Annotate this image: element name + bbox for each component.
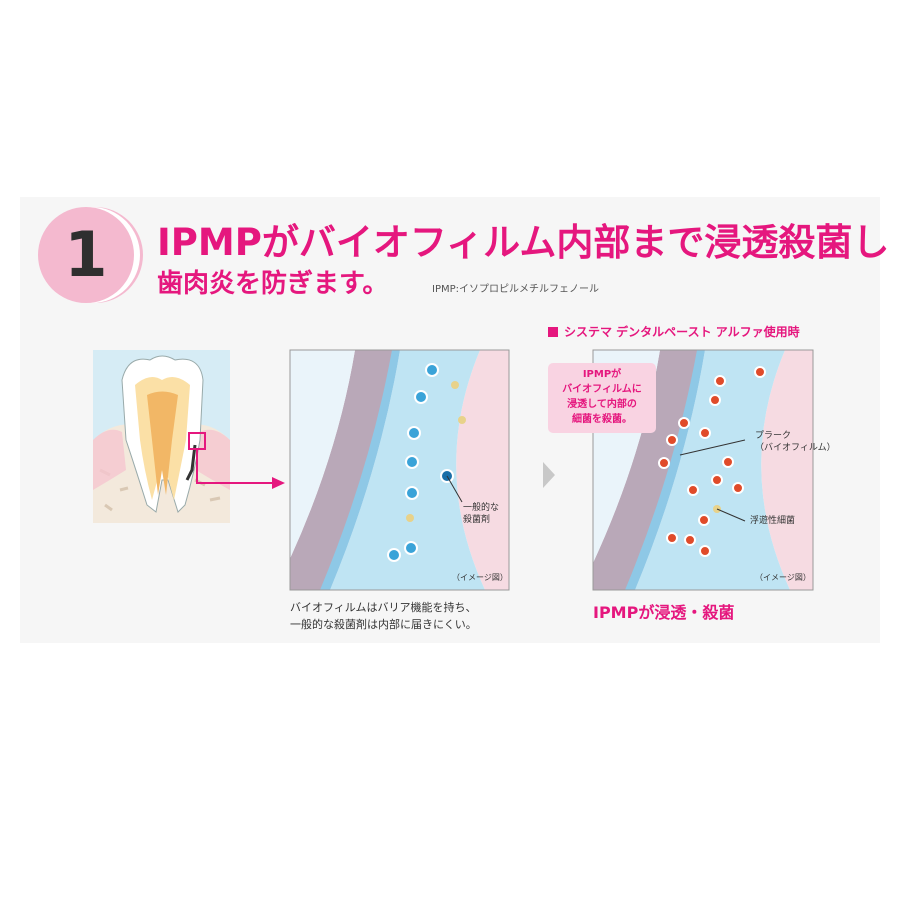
left-cross-section bbox=[289, 349, 510, 591]
heading-line-1: IPMPがバイオフィルム内部まで浸透殺菌し bbox=[157, 221, 890, 264]
right-ipmp-dots bbox=[658, 366, 766, 557]
ipmp-callout: IPMPが バイオフィルムに 浸透して内部の 細菌を殺菌。 bbox=[548, 363, 656, 433]
step-number: 1 bbox=[64, 218, 108, 291]
right-caption: IPMPが浸透・殺菌 bbox=[593, 603, 735, 622]
arrow-right-icon bbox=[543, 462, 555, 488]
ipmp-definition-note: IPMP:イソプロピルメチルフェノール bbox=[432, 284, 600, 295]
arrow-right-icon bbox=[272, 477, 285, 489]
zoom-connector bbox=[196, 449, 275, 484]
left-disinfectant-dots bbox=[387, 363, 466, 562]
tooth-illustration bbox=[93, 350, 230, 523]
left-caption: バイオフィルムはバリア機能を持ち、 一般的な殺菌剤は内部に届きにくい。 bbox=[290, 601, 477, 631]
floating-bacteria-label: 浮遊性細菌 bbox=[750, 516, 796, 526]
usage-condition-text: システマ デンタルペースト アルファ使用時 bbox=[564, 325, 800, 339]
left-image-note: （イメージ図） bbox=[452, 573, 508, 582]
plaque-label: プラーク （バイオフィルム） bbox=[755, 431, 836, 453]
heading-line-2: 歯肉炎を防ぎます。 bbox=[157, 269, 389, 299]
square-bullet-icon bbox=[548, 327, 558, 337]
step-number-badge bbox=[38, 207, 134, 303]
usage-condition-label: システマ デンタルペースト アルファ使用時 bbox=[548, 323, 800, 340]
agent-label: 一般的な 殺菌剤 bbox=[463, 503, 500, 525]
right-image-note: （イメージ図） bbox=[755, 573, 811, 582]
